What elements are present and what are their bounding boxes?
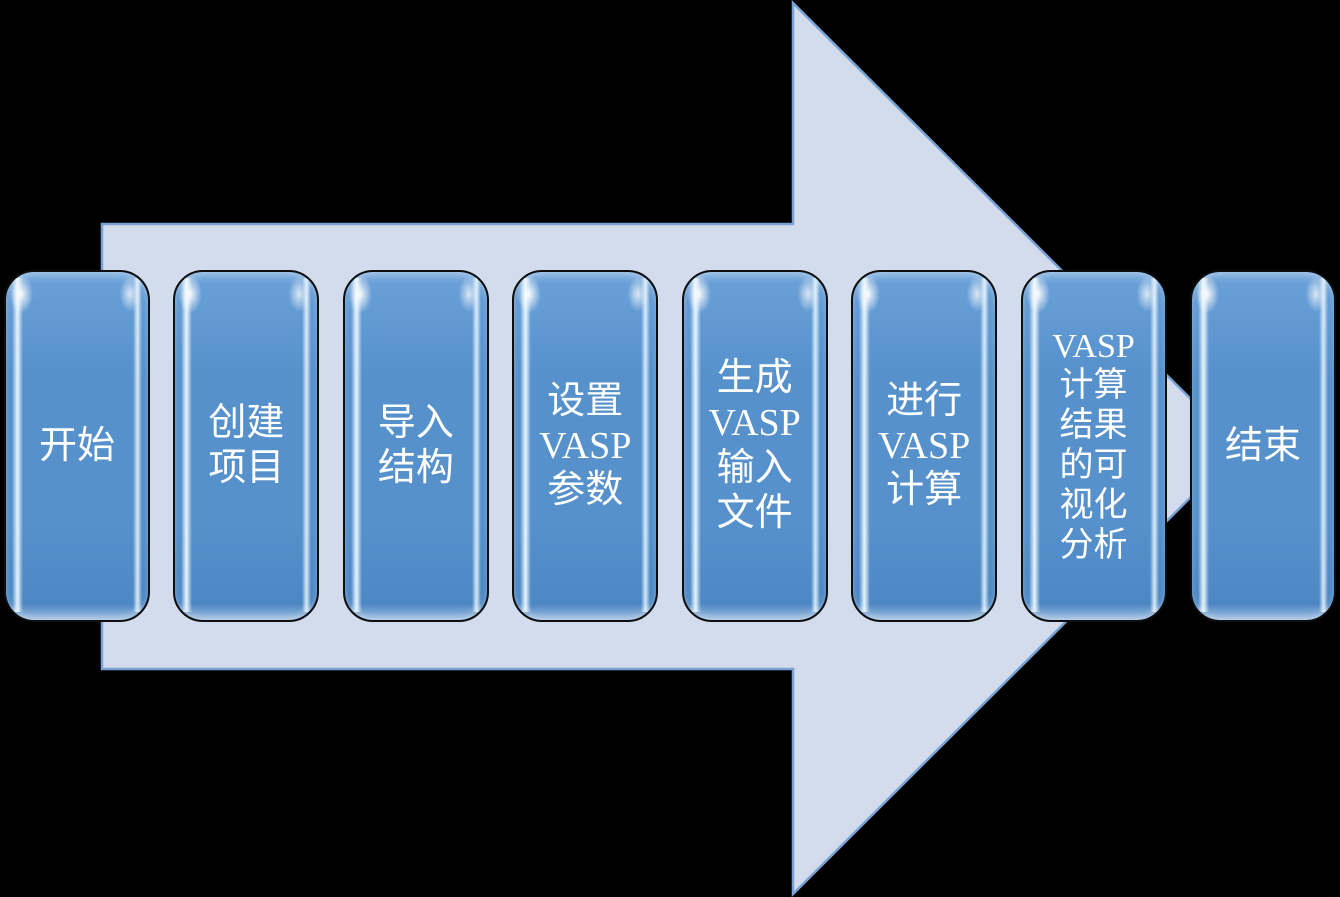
step-label: 导入 结构 (377, 402, 454, 489)
step-box-5: 生成 VASP 输入 文件 (681, 270, 828, 622)
steps-row: 开始 创建 项目 导入 结构 设置 VASP 参数生成 VASP 输入 文件进行 VA… (4, 270, 1336, 622)
step-box-3: 导入 结构 (342, 270, 489, 622)
step-label: 设置 VASP 参数 (539, 379, 632, 512)
step-box-4: 设置 VASP 参数 (512, 270, 659, 622)
step-label: 开始 (38, 424, 115, 467)
step-label: 生成 VASP 输入 文件 (708, 357, 801, 534)
step-label: 创建 项目 (208, 402, 285, 489)
step-label: 进行 VASP 计算 (877, 379, 971, 512)
step-box-6: 进行 VASP 计算 (851, 270, 998, 622)
process-arrow-shape (100, 0, 1242, 897)
step-label: VASP 计算 结果 的可 视化 分析 (1052, 327, 1135, 564)
step-box-7: VASP 计算 结果 的可 视化 分析 (1020, 270, 1167, 622)
step-label: 结束 (1224, 424, 1301, 467)
step-box-8: 结束 (1189, 270, 1336, 622)
step-box-2: 创建 项目 (173, 270, 320, 622)
step-box-1: 开始 (4, 270, 150, 622)
